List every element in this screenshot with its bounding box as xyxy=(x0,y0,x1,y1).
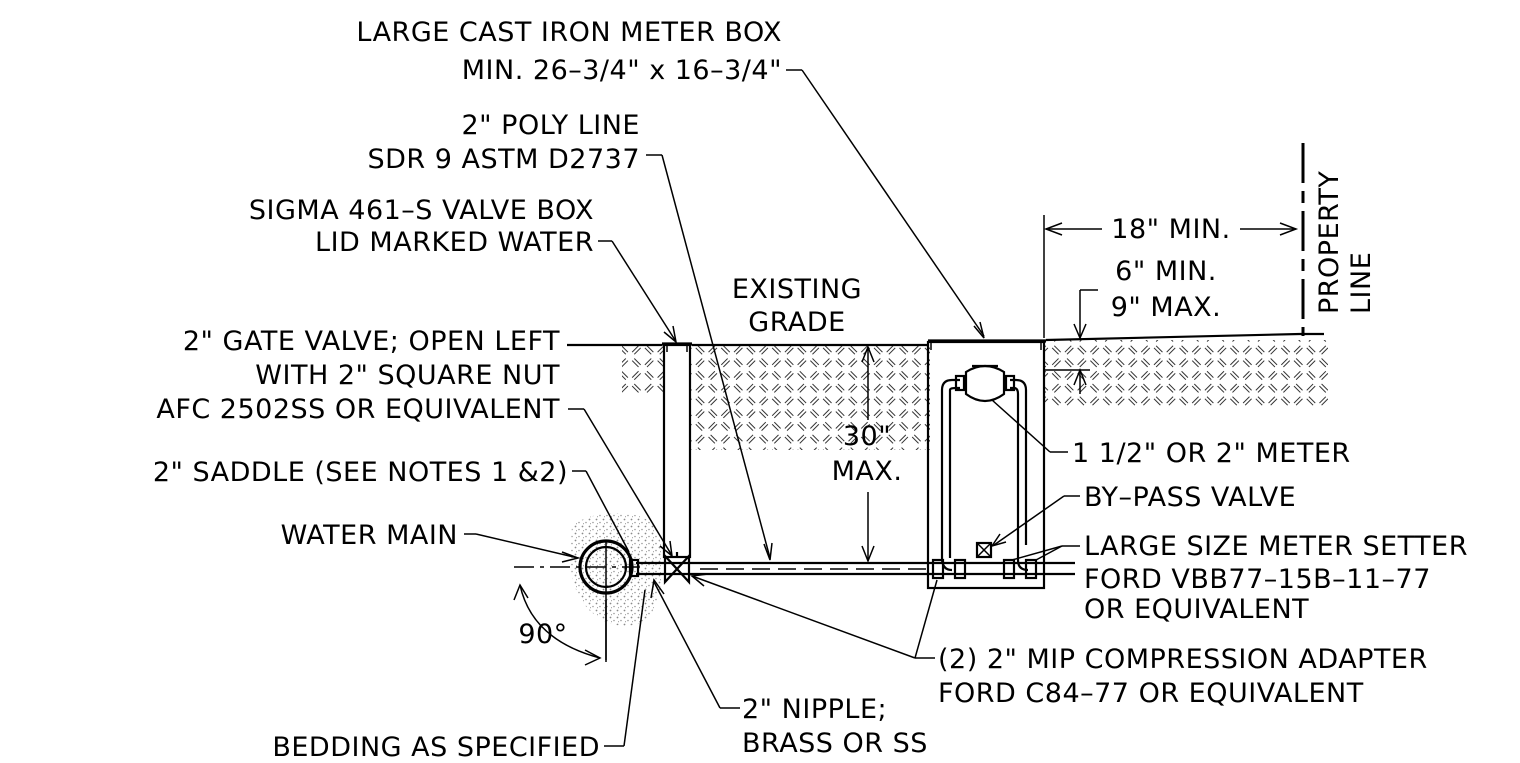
label-meter: 1 1/2" OR 2" METER xyxy=(1072,438,1351,469)
label-nipple-2: BRASS OR SS xyxy=(742,728,928,759)
label-depth-2: MAX. xyxy=(832,456,903,487)
label-bedding: BEDDING AS SPECIFIED xyxy=(272,732,600,763)
soil-hatch xyxy=(622,340,1328,450)
label-setter-3: OR EQUIVALENT xyxy=(1084,594,1309,625)
label-9-max: 9" MAX. xyxy=(1111,292,1222,323)
label-6-min: 6" MIN. xyxy=(1115,256,1217,287)
label-grade-2: GRADE xyxy=(748,307,845,338)
label-setter-1: LARGE SIZE METER SETTER xyxy=(1084,531,1468,562)
dimension-6-9 xyxy=(1044,289,1098,394)
label-property-2: LINE xyxy=(1346,252,1377,314)
dimension-30-max xyxy=(861,344,875,564)
gate-valve xyxy=(663,552,691,585)
label-saddle: 2" SADDLE (SEE NOTES 1 &2) xyxy=(153,457,568,488)
label-depth-1: 30" xyxy=(843,421,891,452)
label-angle: 90° xyxy=(518,619,567,650)
label-poly-2: SDR 9 ASTM D2737 xyxy=(367,144,640,175)
label-property-1: PROPERTY xyxy=(1314,171,1345,314)
dimension-18-min xyxy=(1043,215,1299,338)
label-gate-2: WITH 2" SQUARE NUT xyxy=(255,360,560,391)
label-gate-3: AFC 2502SS OR EQUIVALENT xyxy=(156,394,560,425)
meter-box xyxy=(926,340,1046,590)
label-valve-box-2: LID MARKED WATER xyxy=(315,227,594,258)
label-valve-box-1: SIGMA 461–S VALVE BOX xyxy=(249,195,594,226)
label-bypass: BY–PASS VALVE xyxy=(1084,482,1296,513)
label-grade-1: EXISTING xyxy=(732,274,862,305)
valve-box xyxy=(662,343,692,559)
meter-setter xyxy=(931,364,1038,580)
label-poly-1: 2" POLY LINE xyxy=(461,110,640,141)
label-meter-box-1: LARGE CAST IRON METER BOX xyxy=(356,17,782,48)
label-gate-1: 2" GATE VALVE; OPEN LEFT xyxy=(183,326,560,357)
leaders xyxy=(464,69,1080,747)
poly-service-line xyxy=(636,561,1075,576)
label-meter-box-2: MIN. 26–3/4" x 16–3/4" xyxy=(462,55,782,86)
label-18-min: 18" MIN. xyxy=(1111,214,1230,245)
annotations: LARGE CAST IRON METER BOX MIN. 26–3/4" x… xyxy=(153,17,1468,763)
label-adapter-1: (2) 2" MIP COMPRESSION ADAPTER xyxy=(938,644,1428,675)
angle-90 xyxy=(513,583,607,666)
label-nipple-1: 2" NIPPLE; xyxy=(742,694,887,725)
label-water-main: WATER MAIN xyxy=(281,520,458,551)
label-adapter-2: FORD C84–77 OR EQUIVALENT xyxy=(938,678,1364,709)
bedding-gravel xyxy=(570,512,663,626)
label-setter-2: FORD VBB77–15B–11–77 xyxy=(1084,564,1431,595)
